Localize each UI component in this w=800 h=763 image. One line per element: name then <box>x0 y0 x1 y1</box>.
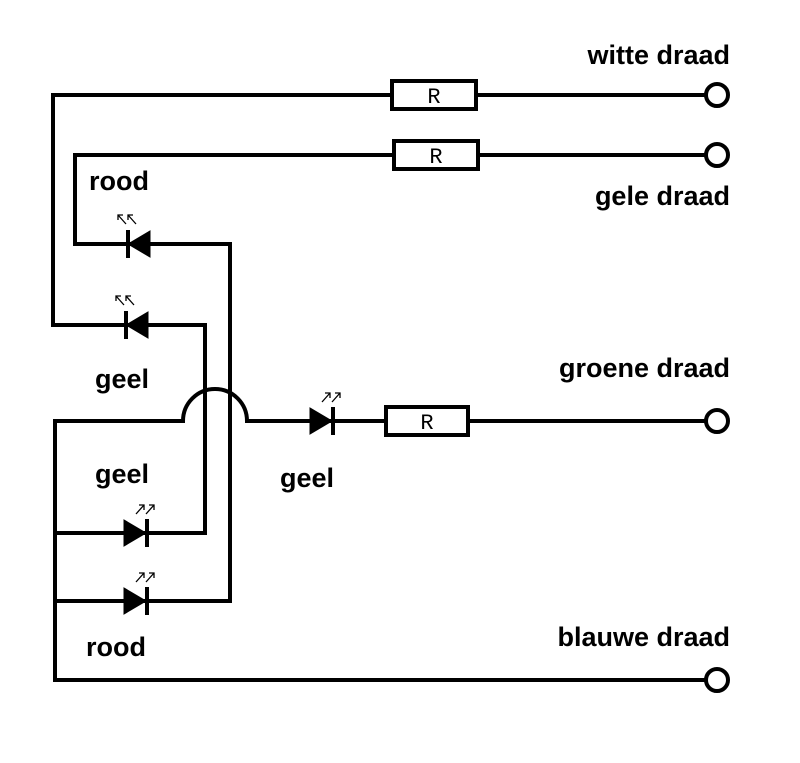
yellow-wire <box>73 153 396 246</box>
svg-text:R: R <box>429 145 442 170</box>
top-yellow-led-return <box>148 323 207 535</box>
yellow-wire-label: gele draad <box>595 181 730 211</box>
top-red-led-return <box>148 242 232 603</box>
green-wire-label: groene draad <box>559 353 730 383</box>
terminal-blue[interactable] <box>704 667 730 693</box>
led-label-top-red: rood <box>89 166 149 196</box>
common-rail <box>53 419 707 682</box>
svg-text:R: R <box>427 85 440 110</box>
led-top-yellow <box>115 295 152 339</box>
led-middle-yellow <box>306 392 341 435</box>
terminal-green[interactable] <box>704 408 730 434</box>
resistor-white: R <box>390 79 478 111</box>
led-label-top-yellow: geel <box>95 364 149 394</box>
svg-text:R: R <box>420 411 433 436</box>
resistor-yellow: R <box>392 139 480 171</box>
terminal-yellow[interactable] <box>704 142 730 168</box>
led-label-middle-yellow: geel <box>280 463 334 493</box>
led-lower-red <box>120 572 155 615</box>
white-wire-label: witte draad <box>586 40 730 70</box>
terminal-white[interactable] <box>704 82 730 108</box>
led-top-red <box>117 214 154 258</box>
led-label-lower-yellow: geel <box>95 459 149 489</box>
led-label-lower-red: rood <box>86 632 146 662</box>
led-lower-yellow <box>120 504 155 547</box>
white-wire <box>51 93 394 327</box>
wire-jumper <box>180 387 250 424</box>
resistor-green: R <box>384 405 470 437</box>
blue-wire-label: blauwe draad <box>557 622 730 652</box>
